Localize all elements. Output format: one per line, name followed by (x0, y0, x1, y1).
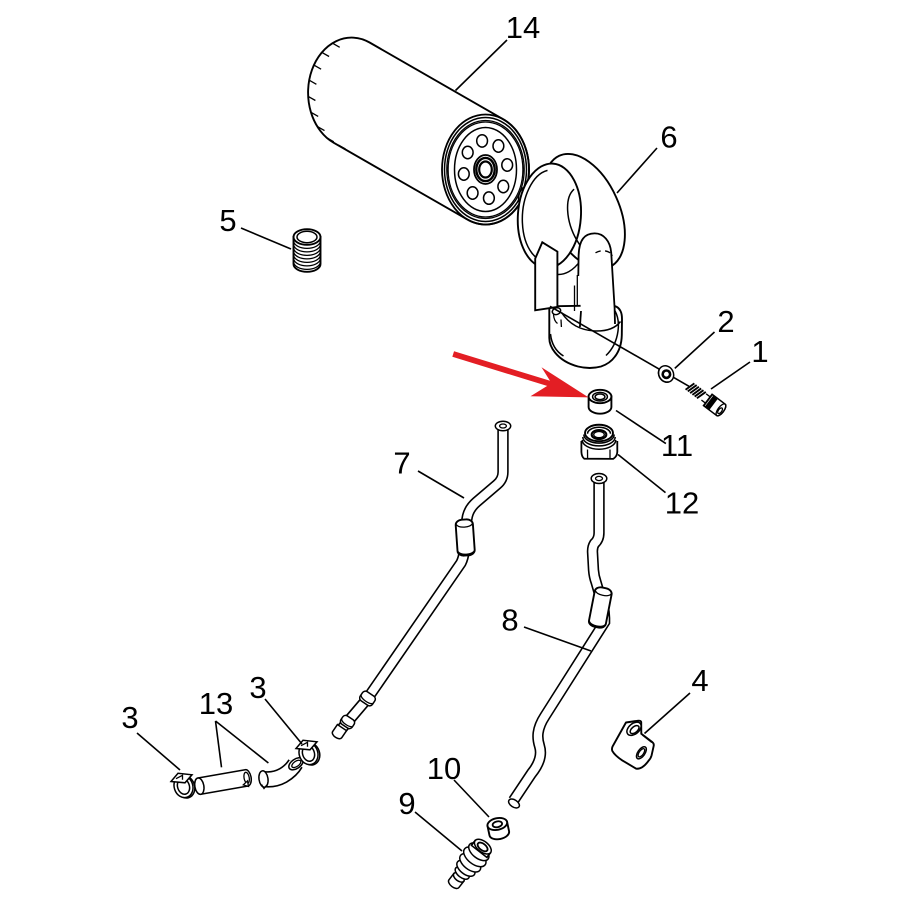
svg-text:7: 7 (393, 446, 410, 481)
svg-text:12: 12 (665, 486, 699, 521)
svg-text:1: 1 (751, 334, 768, 369)
svg-text:2: 2 (717, 304, 734, 339)
svg-text:8: 8 (501, 603, 518, 638)
svg-text:3: 3 (249, 670, 266, 705)
svg-text:14: 14 (506, 10, 540, 45)
svg-text:6: 6 (660, 120, 677, 155)
svg-text:9: 9 (398, 786, 415, 821)
svg-text:11: 11 (661, 428, 693, 463)
svg-text:5: 5 (219, 203, 236, 238)
svg-text:3: 3 (121, 700, 138, 735)
svg-text:13: 13 (199, 686, 233, 721)
svg-text:10: 10 (427, 751, 461, 786)
svg-text:4: 4 (691, 663, 708, 698)
